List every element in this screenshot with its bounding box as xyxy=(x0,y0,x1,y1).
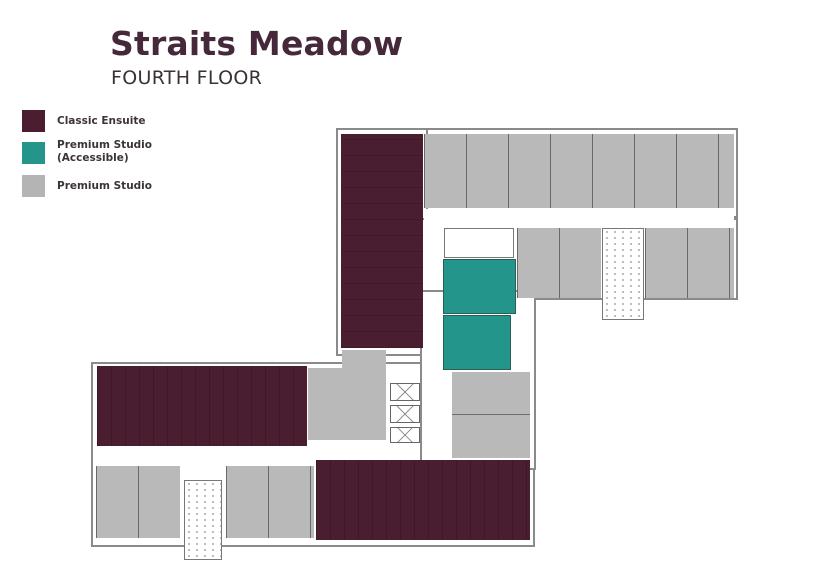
classic-ensuite-west[interactable] xyxy=(97,366,307,446)
west-corridor xyxy=(95,448,309,464)
legend-label-premium-studio: Premium Studio xyxy=(57,180,152,192)
unit-divider xyxy=(452,414,530,415)
classic-ensuite-swatch xyxy=(22,110,45,132)
lift-1 xyxy=(390,383,420,401)
premium-studio-accessible-2[interactable] xyxy=(443,315,511,370)
classic-ensuite-south[interactable] xyxy=(316,460,530,540)
premium-studio-accessible-swatch xyxy=(22,142,45,164)
premium-studio-central-west-top[interactable] xyxy=(342,350,386,370)
lift-2 xyxy=(390,405,420,423)
floor-subtitle: FOURTH FLOOR xyxy=(111,67,263,89)
legend-item-premium-studio xyxy=(22,175,45,197)
premium-studio-central-west[interactable] xyxy=(308,368,386,440)
legend-label-line2: (Accessible) xyxy=(57,152,129,164)
classic-ensuite-north-west[interactable] xyxy=(341,134,423,348)
legend-item-premium-studio-accessible xyxy=(22,142,45,164)
south-stairwell xyxy=(184,480,222,560)
premium-studio-north-top-row[interactable] xyxy=(424,134,734,208)
premium-studio-swatch xyxy=(22,175,45,197)
premium-studio-south-west-left[interactable] xyxy=(96,466,180,538)
legend-label-premium-studio-accessible: Premium Studio (Accessible) xyxy=(57,139,152,165)
lift-3 xyxy=(390,427,420,443)
north-stairwell xyxy=(602,228,644,320)
legend-label-line1: Premium Studio xyxy=(57,139,152,151)
north-corridor xyxy=(424,209,734,227)
premium-studio-north-bottom-right[interactable] xyxy=(645,228,734,298)
page-title: Straits Meadow xyxy=(110,24,404,63)
legend-label-classic-ensuite: Classic Ensuite xyxy=(57,115,146,127)
service-rooms xyxy=(444,228,514,258)
premium-studio-north-bottom-left[interactable] xyxy=(517,228,601,298)
premium-studio-east-central[interactable] xyxy=(452,372,530,458)
legend-item-classic-ensuite xyxy=(22,110,45,132)
premium-studio-south-west-right[interactable] xyxy=(226,466,314,538)
premium-studio-accessible-1[interactable] xyxy=(443,259,516,314)
